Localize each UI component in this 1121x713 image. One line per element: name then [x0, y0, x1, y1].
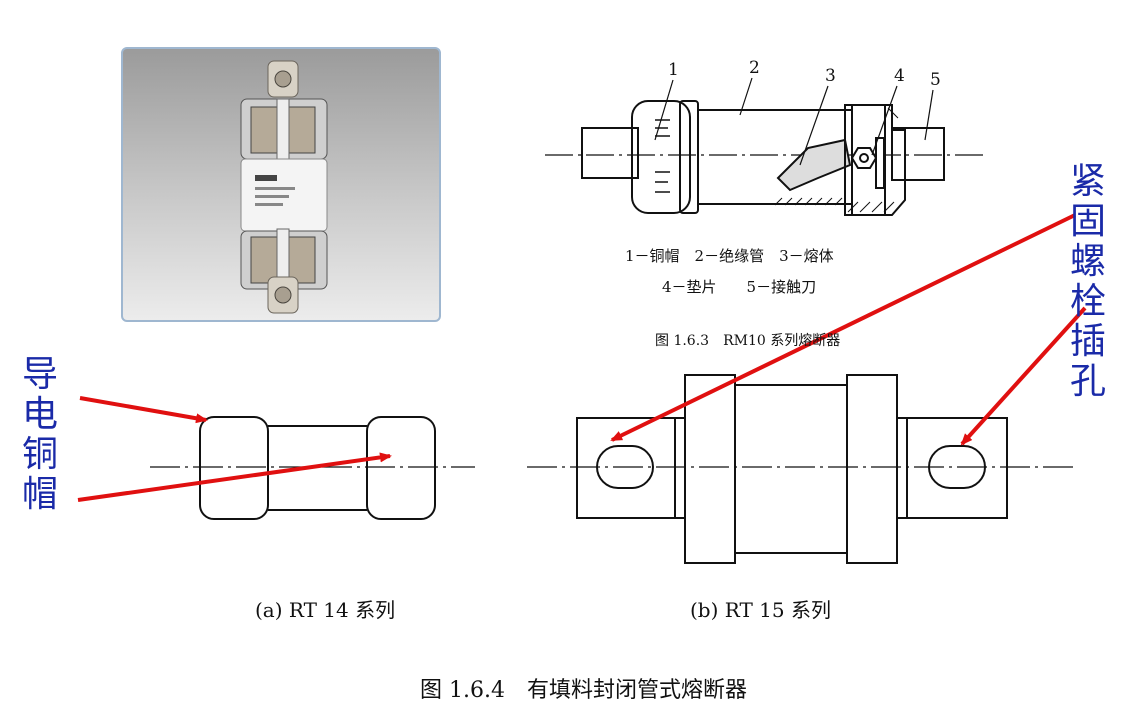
right-callout-char: 孔	[1069, 361, 1106, 402]
arrow-to-left-hole	[610, 213, 1076, 442]
left-callout-char: 铜	[21, 434, 58, 475]
rm10-drawing	[545, 77, 985, 216]
right-callout-char: 螺	[1069, 241, 1106, 282]
fuse-photo-image	[240, 60, 328, 314]
rm10-number-4: 4	[894, 66, 905, 86]
rm10-legend-line2: 4－垫片 5－接触刀	[662, 278, 817, 296]
rm10-number-5: 5	[930, 70, 941, 90]
left-callout-char: 导	[21, 354, 58, 395]
callout-arrows	[77, 213, 1087, 502]
rm10-number-2: 2	[749, 58, 760, 78]
right-callout-char: 固	[1069, 201, 1106, 242]
rm10-number-3: 3	[825, 66, 836, 86]
left-callout-char: 电	[21, 394, 58, 435]
rm10-number-1: 1	[668, 60, 679, 80]
fuse-photo	[121, 47, 441, 322]
rt15-caption: (b) RT 15 系列	[690, 598, 831, 622]
figure-caption: 图 1.6.4 有填料封闭管式熔断器	[420, 678, 747, 703]
left-callout-char: 帽	[21, 474, 58, 515]
right-callout-char: 插	[1069, 321, 1106, 362]
right-callout-char: 紧	[1069, 161, 1106, 202]
right-callout: 紧 固 螺 栓 插 孔	[1066, 162, 1110, 402]
rt14-drawing	[150, 416, 475, 520]
rt14-caption: (a) RT 14 系列	[255, 598, 396, 622]
arrow-to-right-hole	[960, 306, 1087, 446]
rm10-caption: 图 1.6.3 RM10 系列熔断器	[655, 333, 841, 349]
right-callout-char: 栓	[1069, 281, 1106, 322]
rt15-drawing	[527, 374, 1078, 564]
rm10-legend-line1: 1－铜帽 2－绝缘管 3－熔体	[625, 247, 834, 265]
left-callout: 导 电 铜 帽	[18, 355, 62, 515]
arrow-to-left-cap	[79, 396, 208, 424]
arrow-to-right-cap	[77, 452, 392, 502]
